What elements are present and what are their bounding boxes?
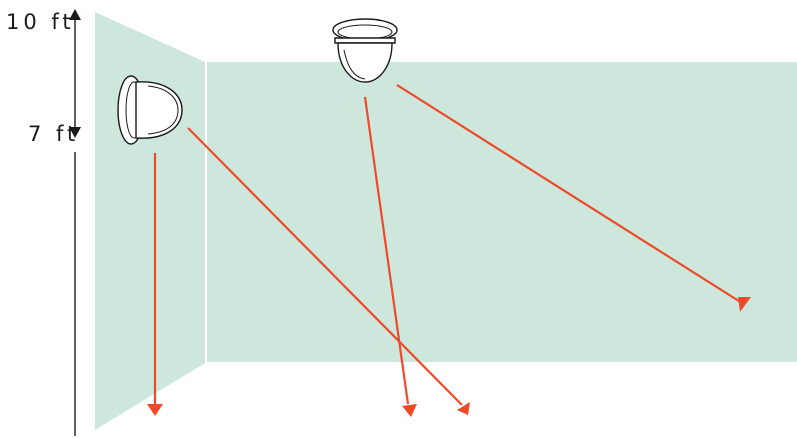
arrow-head-icon [147, 404, 163, 416]
height-label-7ft: 7 ft [28, 122, 80, 146]
side-wall [95, 12, 205, 430]
back-wall [207, 62, 797, 362]
height-label-10ft: 10 ft [6, 10, 75, 34]
arrow-head-icon [457, 402, 470, 415]
arrow-down-icon [69, 127, 81, 138]
arrow-up-icon [69, 9, 81, 20]
wall-camera-icon [117, 75, 183, 145]
arrow-head-icon [402, 404, 417, 417]
coverage-arrow-ceiling-diagonal [396, 84, 751, 312]
arrow-head-icon [738, 297, 751, 312]
coverage-arrow-wall-diagonal [187, 127, 470, 415]
coverage-arrow-wall-down [147, 153, 163, 416]
coverage-arrows [147, 84, 751, 417]
height-dimension-upper [69, 9, 81, 138]
coverage-arrow-ceiling-down [363, 96, 417, 417]
ceiling-camera-icon [332, 18, 398, 83]
